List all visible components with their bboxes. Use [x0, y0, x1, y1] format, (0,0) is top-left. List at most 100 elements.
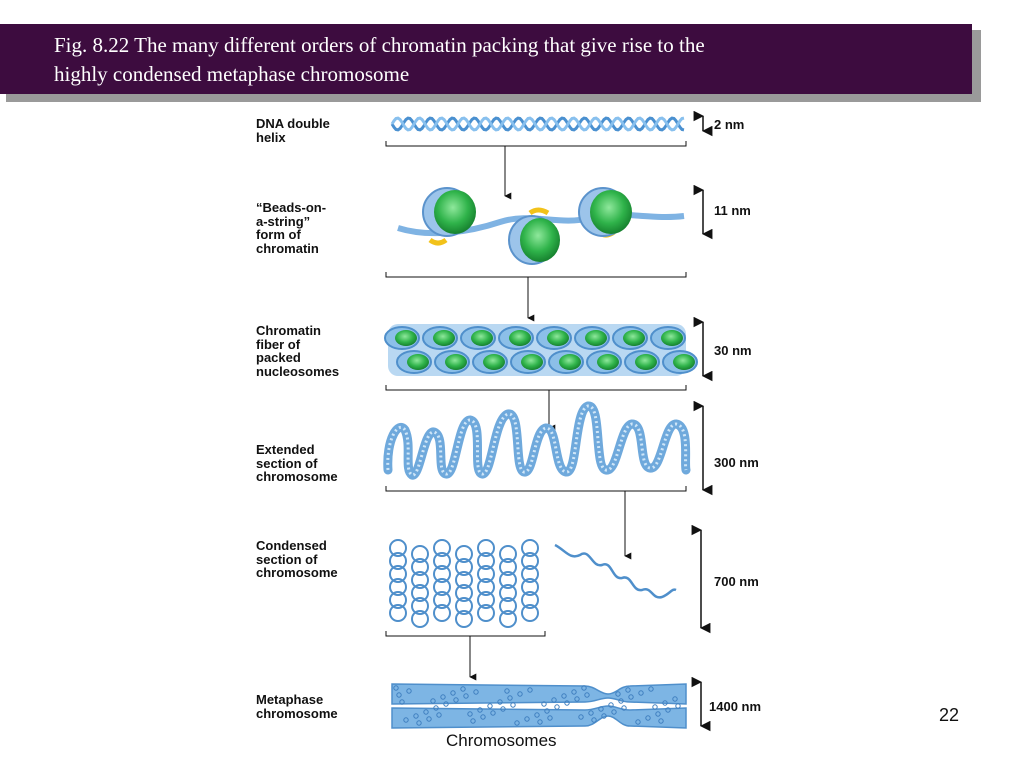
level-label-metaphase-chromosome: Metaphase chromosome [256, 693, 338, 720]
chromatin-coil [521, 591, 539, 609]
chromatin-speck [487, 703, 493, 709]
extended-chromosome-section [383, 401, 691, 480]
slide-title-line-1: Fig. 8.22 The many different orders of c… [54, 33, 705, 57]
chromatin-coil [521, 565, 539, 583]
chromatin-speck [537, 719, 543, 725]
chromatin-speck [430, 698, 436, 704]
chromatin-coil [411, 610, 429, 628]
chromatin-coil [455, 571, 473, 589]
helix-strand [390, 116, 685, 132]
size-label-700nm: 700 nm [714, 574, 759, 589]
slide-title-line-2: highly condensed metaphase chromosome [54, 62, 410, 86]
chromatin-speck [655, 711, 661, 717]
chromatin-speck [500, 706, 506, 712]
chromatin-speck [547, 715, 553, 721]
chromatin-coil [477, 578, 495, 596]
fiber-nucleosome-core [509, 330, 531, 346]
chromatin-speck [517, 691, 523, 697]
chromatin-speck [621, 705, 627, 711]
level-label-condensed-section: Condensed section of chromosome [256, 539, 338, 580]
chromatin-speck [510, 702, 516, 708]
chromatin-fiber [384, 324, 698, 376]
fiber-nucleosome-core [395, 330, 417, 346]
chromatin-coil [389, 578, 407, 596]
chromatin-coil [477, 539, 495, 557]
chromatin-speck [675, 703, 681, 709]
label-line: Chromatin [256, 323, 321, 338]
chromatin-speck [426, 716, 432, 722]
chromatin-speck [561, 693, 567, 699]
chromatin-speck [477, 707, 483, 713]
size-label-11nm: 11 nm [714, 203, 751, 218]
label-line: Condensed [256, 538, 327, 553]
fiber-nucleosome-core [433, 330, 455, 346]
chromatin-speck [460, 686, 466, 692]
chromatin-speck [564, 700, 570, 706]
chromatin-speck [440, 694, 446, 700]
chromatin-coil [455, 584, 473, 602]
chromatin-speck [665, 707, 671, 713]
chromatin-speck [463, 693, 469, 699]
bracket [385, 631, 546, 637]
chromatin-coil [455, 545, 473, 563]
chromatin-speck [581, 685, 587, 691]
level-label-beads-on-string: “Beads-on- a-string” form of chromatin [256, 201, 326, 255]
chromatin-coil [455, 610, 473, 628]
coil-tail [554, 543, 677, 599]
title-bar [0, 24, 972, 94]
dna-double-helix [390, 116, 685, 132]
chromatin-coil [433, 539, 451, 557]
label-line: a-string” [256, 213, 311, 229]
chromatin-speck [416, 720, 422, 726]
chromatin-coil [477, 552, 495, 570]
chromatin-speck [436, 712, 442, 718]
fiber-nucleosome-core [597, 354, 619, 370]
chromatin-speck [524, 716, 530, 722]
chromatin-coil [411, 545, 429, 563]
label-line: form of [256, 227, 301, 242]
bracket [385, 272, 687, 278]
chromatin-speck [480, 714, 486, 720]
chromatin-coil [433, 578, 451, 596]
chromatin-coil [455, 558, 473, 576]
chromatin-speck [423, 709, 429, 715]
chromatin-speck [551, 697, 557, 703]
chromatin-coil [433, 552, 451, 570]
chromatin-speck [591, 717, 597, 723]
label-line: Extended [256, 442, 315, 457]
label-line: packed [256, 350, 301, 365]
label-line: Metaphase [256, 692, 324, 707]
label-line: chromosome [256, 705, 338, 721]
chromatin-coil [411, 558, 429, 576]
label-line: section of [256, 455, 318, 471]
chromatin-speck [618, 698, 624, 704]
chromatin-coil [521, 539, 539, 557]
chromatin-coil [521, 578, 539, 596]
fiber-nucleosome-core [661, 330, 683, 346]
chromatid-upper [391, 683, 687, 705]
nucleosome [578, 187, 632, 237]
helix-strand [390, 116, 685, 132]
fiber-nucleosome-core [559, 354, 581, 370]
nucleosome [508, 215, 560, 265]
fiber-nucleosome-core [471, 330, 493, 346]
chromatin-speck [628, 694, 634, 700]
chromatin-coil [499, 597, 517, 615]
bracket [385, 486, 687, 492]
label-line: “Beads-on- [256, 200, 327, 215]
bracket [385, 141, 687, 147]
chromatin-coil [389, 604, 407, 622]
size-label-300nm: 300 nm [714, 455, 759, 470]
chromatin-speck [541, 701, 547, 707]
chromatin-speck [615, 691, 621, 697]
histone-h1 [428, 237, 448, 246]
fiber-nucleosome-core [483, 354, 505, 370]
fiber-nucleosome-core [407, 354, 429, 370]
chromatin-coil [477, 591, 495, 609]
chromatin-coil [499, 571, 517, 589]
figure-caption: Chromosomes [446, 731, 557, 750]
chromatin-coil [521, 604, 539, 622]
fiber-nucleosome-core [635, 354, 657, 370]
label-line: chromosome [256, 565, 338, 580]
